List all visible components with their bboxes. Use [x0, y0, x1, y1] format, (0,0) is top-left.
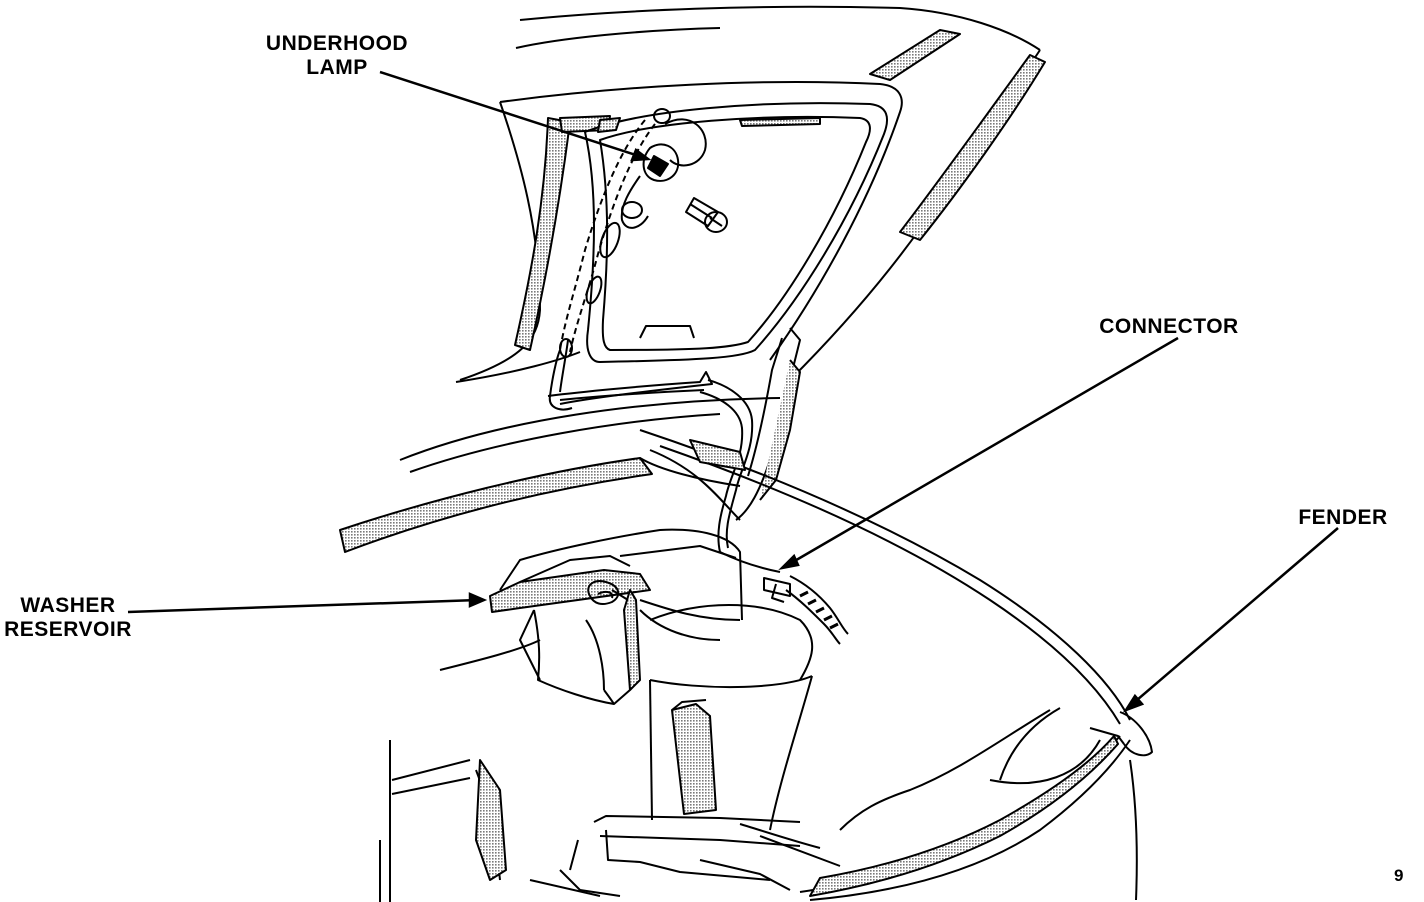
underhood-lamp: [620, 143, 680, 229]
lamp-screw: [685, 197, 728, 233]
underhood-lamp-label-line2: LAMP: [306, 56, 368, 79]
fender-label: FENDER: [1298, 506, 1388, 529]
figure-number: 9: [1394, 866, 1404, 885]
leader-lines: [127, 70, 1339, 713]
connector: [719, 551, 849, 645]
washer-reservoir-label: WASHER RESERVOIR: [0, 594, 136, 642]
fender: [379, 429, 1153, 902]
hood: [339, 5, 1046, 553]
underhood-lamp-label-line1: UNDERHOOD: [265, 32, 409, 55]
connector-label: CONNECTOR: [1099, 315, 1239, 338]
lamp-wiring: [547, 108, 849, 645]
washer-reservoir: [489, 528, 743, 705]
underhood-lamp-label: UNDERHOOD LAMP: [248, 32, 426, 80]
washer-reservoir-label-line1: WASHER: [20, 594, 116, 617]
washer-reservoir-label-line2: RESERVOIR: [4, 618, 132, 641]
